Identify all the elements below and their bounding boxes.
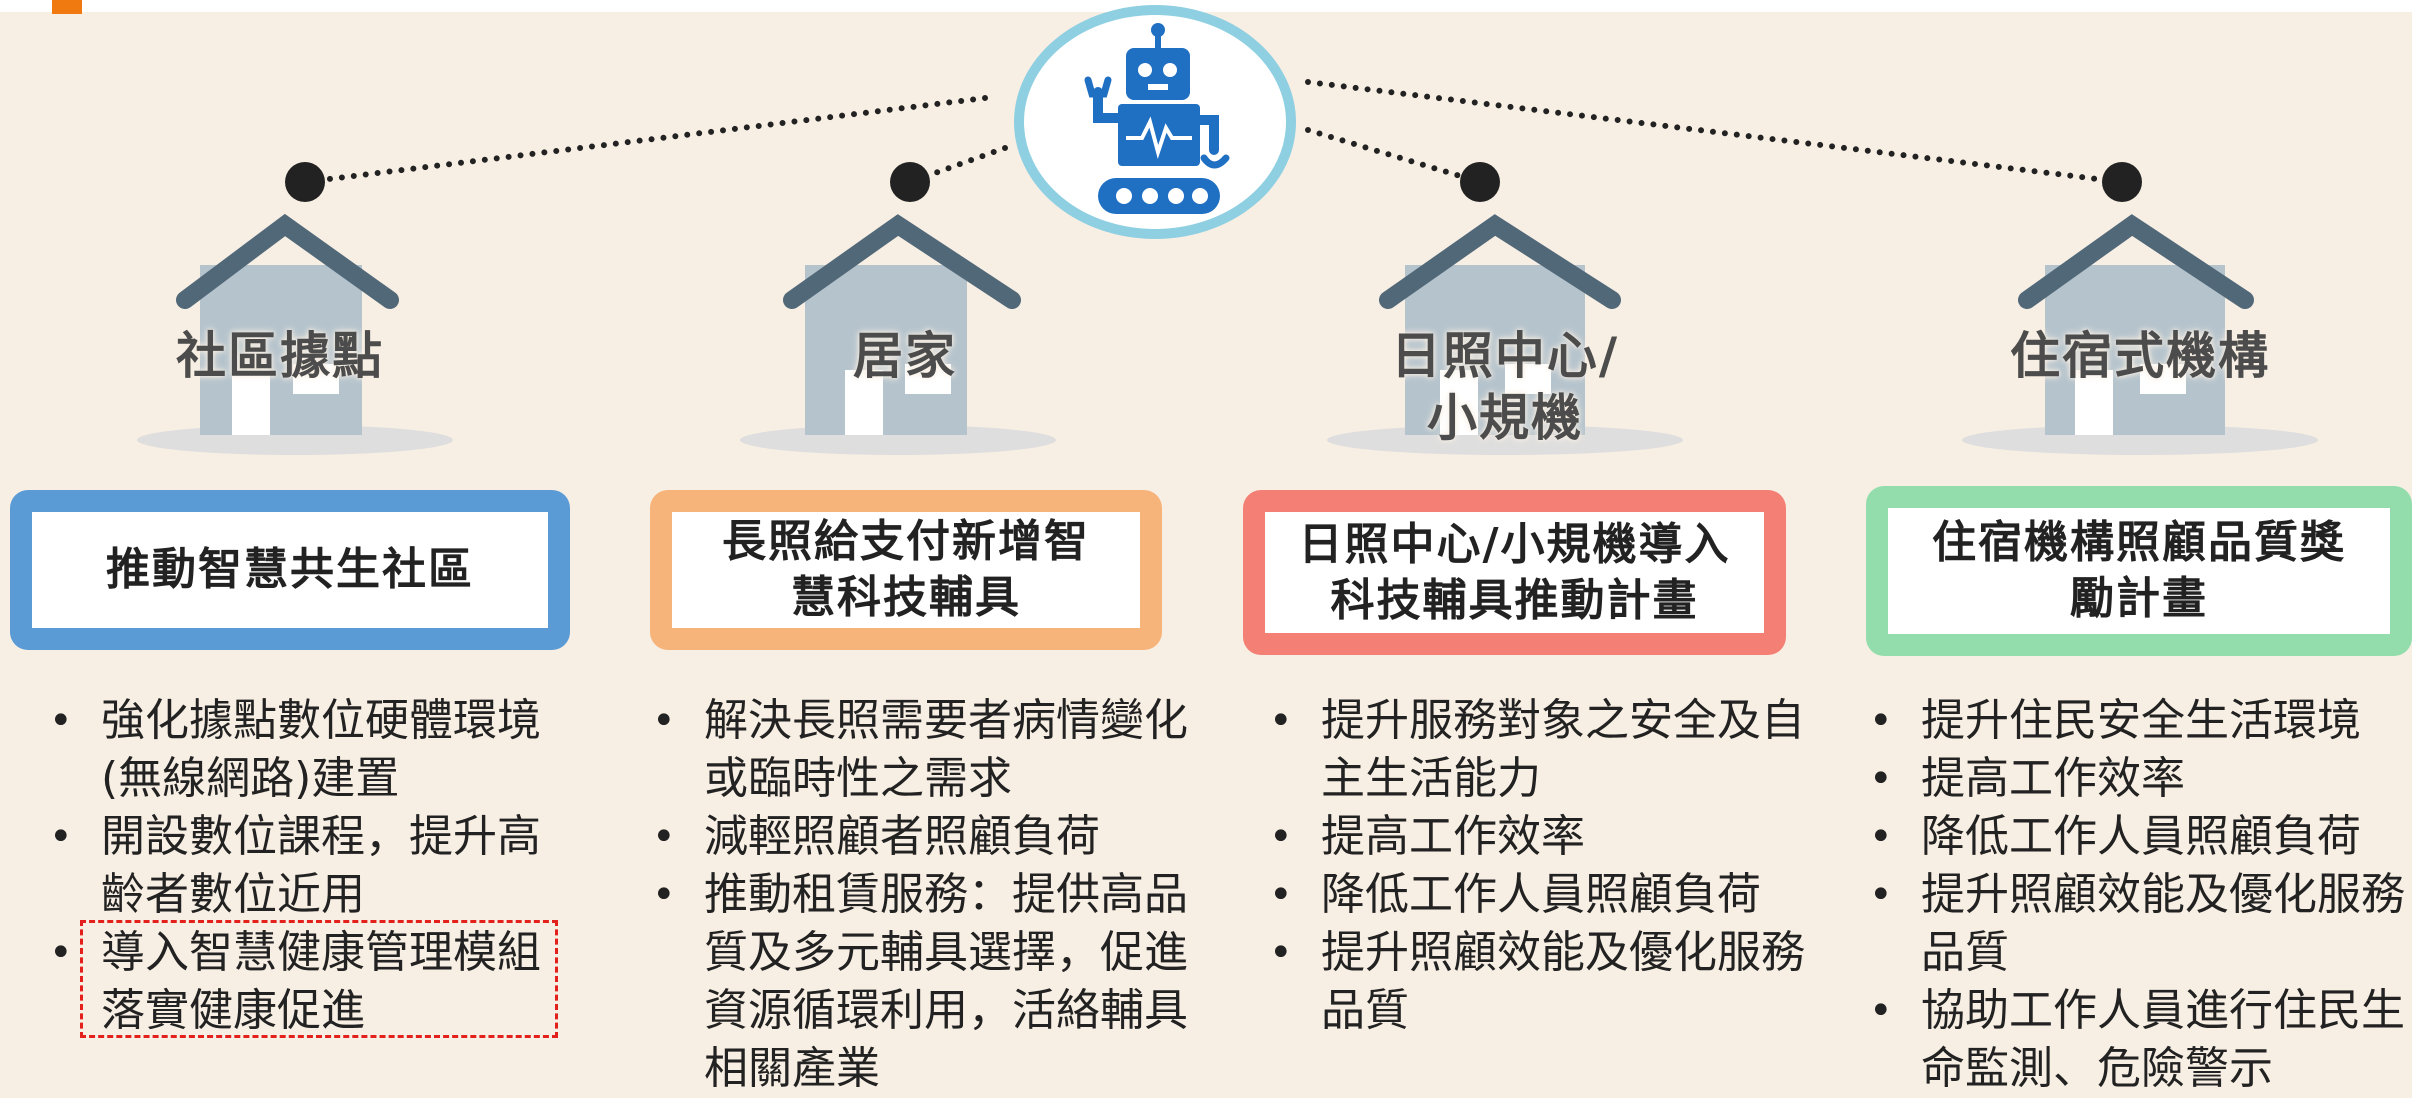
- list-item: 降低工作人員照顧負荷: [1265, 866, 1805, 924]
- title-box-home: 長照給支付新增智慧科技輔具: [650, 490, 1162, 650]
- list-item: 提高工作效率: [1265, 808, 1805, 866]
- house-icon-residential: [1962, 162, 2318, 455]
- connector-line-1: [302, 95, 988, 185]
- list-item: 提升照顧效能及優化服務品質: [1265, 924, 1805, 1040]
- connector-line-4: [1305, 79, 2125, 185]
- bullet-list-daycare: 提升服務對象之安全及自主生活能力 提高工作效率 降低工作人員照顧負荷 提升照顧效…: [1265, 692, 1805, 1040]
- list-item: 提高工作效率: [1865, 750, 2412, 808]
- place-label-residential: 住宿式機構: [2010, 327, 2270, 385]
- bullet-list-community: 強化據點數位硬體環境(無線網路)建置 開設數位課程，提升高齡者數位近用 導入智慧…: [45, 692, 545, 1040]
- title-box-residential: 住宿機構照顧品質獎勵計畫: [1866, 486, 2412, 656]
- bullet-list-home: 解決長照需要者病情變化或臨時性之需求 減輕照顧者照顧負荷 推動租賃服務：提供高品…: [648, 692, 1188, 1098]
- list-item: 解決長照需要者病情變化或臨時性之需求: [648, 692, 1188, 808]
- list-item: 提升服務對象之安全及自主生活能力: [1265, 692, 1805, 808]
- list-item: 推動租賃服務：提供高品質及多元輔具選擇，促進資源循環利用，活絡輔具相關產業: [648, 866, 1188, 1098]
- highlight-dashed-box: [80, 920, 558, 1038]
- connector-node-4: [2102, 162, 2142, 202]
- connector-node-1: [285, 162, 325, 202]
- place-label-daycare: 日照中心/小規機: [1390, 327, 1620, 447]
- title-residential: 住宿機構照顧品質獎勵計畫: [1932, 517, 2346, 624]
- robot-icon: [1014, 5, 1296, 239]
- corner-mark: [52, 0, 82, 14]
- list-item: 降低工作人員照顧負荷: [1865, 808, 2412, 866]
- list-item: 強化據點數位硬體環境(無線網路)建置: [45, 692, 545, 808]
- connector-node-2: [890, 162, 930, 202]
- list-item: 提升照顧效能及優化服務品質: [1865, 866, 2412, 982]
- bullet-list-residential: 提升住民安全生活環境 提高工作效率 降低工作人員照顧負荷 提升照顧效能及優化服務…: [1865, 692, 2412, 1098]
- list-item: 開設數位課程，提升高齡者數位近用: [45, 808, 545, 924]
- place-label-home: 居家: [853, 327, 957, 385]
- list-item: 提升住民安全生活環境: [1865, 692, 2412, 750]
- connector-node-3: [1460, 162, 1500, 202]
- house-icon-community: [137, 162, 453, 455]
- title-daycare: 日照中心/小規機導入科技輔具推動計畫: [1298, 518, 1731, 626]
- house-icon-daycare: [1327, 162, 1683, 455]
- title-home: 長照給支付新增智慧科技輔具: [722, 516, 1090, 623]
- title-box-daycare: 日照中心/小規機導入科技輔具推動計畫: [1243, 490, 1786, 655]
- top-bar: [0, 0, 2412, 12]
- list-item: 導入智慧健康管理模組落實健康促進: [45, 924, 545, 1040]
- title-community: 推動智慧共生社區: [106, 544, 474, 595]
- list-item: 協助工作人員進行住民生命監測、危險警示: [1865, 982, 2412, 1098]
- house-icon-home: [740, 162, 1056, 455]
- connector-line-3: [1305, 127, 1483, 185]
- list-item: 減輕照顧者照顧負荷: [648, 808, 1188, 866]
- place-label-community: 社區據點: [176, 327, 384, 385]
- title-box-community: 推動智慧共生社區: [10, 490, 570, 650]
